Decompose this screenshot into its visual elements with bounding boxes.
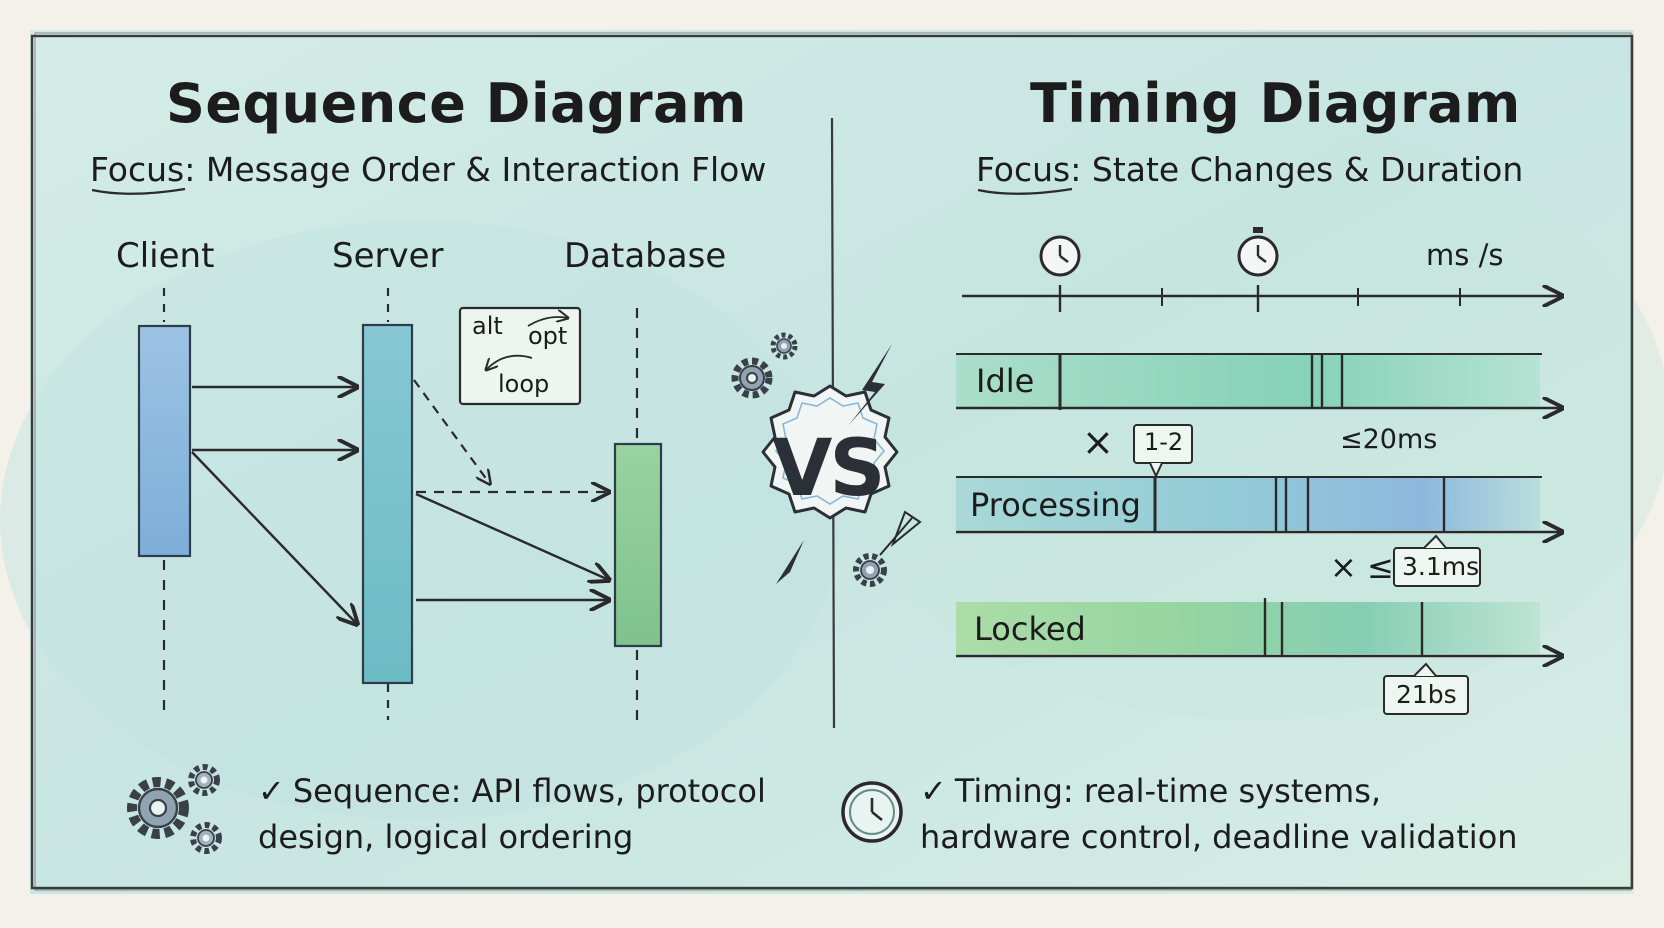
actor-database: Database (564, 236, 727, 276)
state-processing: Processing (970, 486, 1141, 524)
mark-2: × ≤ (1330, 548, 1394, 586)
fragment-opt: opt (528, 322, 568, 350)
focus-text: Message Order & Interaction Flow (205, 150, 767, 189)
idle-band (956, 355, 1540, 407)
callout-label-2: 3.1ms (1402, 552, 1480, 581)
callout-label-1: 1-2 (1144, 428, 1184, 456)
lightning-bolt-icon (848, 344, 892, 426)
fragment-loop: loop (498, 370, 550, 398)
sequence-footer-text: Sequence: API flows, protocol design, lo… (258, 772, 766, 856)
timing-title: Timing Diagram (1030, 72, 1521, 135)
gear-icon (770, 332, 798, 360)
vs-label: VS (772, 424, 886, 514)
processing-band (956, 478, 1540, 530)
clock-icon (1039, 235, 1081, 277)
state-idle: Idle (976, 362, 1035, 400)
actor-client: Client (116, 236, 215, 276)
state-locked: Locked (974, 610, 1086, 648)
timing-footer-text: Timing: real-time systems, hardware cont… (920, 772, 1518, 856)
timing-footer: ✓Timing: real-time systems, hardware con… (920, 768, 1520, 860)
actor-server: Server (332, 236, 444, 276)
vs-badge (761, 384, 899, 520)
sequence-footer: ✓Sequence: API flows, protocol design, l… (258, 768, 778, 860)
sequence-title: Sequence Diagram (166, 72, 747, 135)
stopwatch-icon (1237, 227, 1279, 277)
axis-unit: ms /s (1426, 238, 1504, 272)
fragment-alt: alt (472, 312, 503, 340)
database-activation (613, 442, 663, 648)
check-mark: ✓ (920, 772, 947, 810)
limit-label: ≤20ms (1340, 424, 1438, 455)
gear-icon (731, 357, 773, 399)
callout-label-3: 21bs (1396, 680, 1457, 709)
client-activation (137, 324, 192, 558)
timing-focus: Focus: State Changes & Duration (976, 150, 1523, 189)
clock-icon (841, 781, 903, 843)
gear-icon (853, 553, 887, 587)
focus-text: State Changes & Duration (1091, 150, 1524, 189)
focus-label: Focus: (90, 150, 196, 189)
callout-box-1 (1133, 424, 1193, 464)
focus-label: Focus: (976, 150, 1082, 189)
check-mark: ✓ (258, 772, 285, 810)
mark-1: × (1082, 420, 1114, 464)
server-activation (361, 323, 414, 685)
sequence-focus: Focus: Message Order & Interaction Flow (90, 150, 766, 189)
locked-band (956, 602, 1540, 654)
gears-icon (127, 764, 222, 854)
